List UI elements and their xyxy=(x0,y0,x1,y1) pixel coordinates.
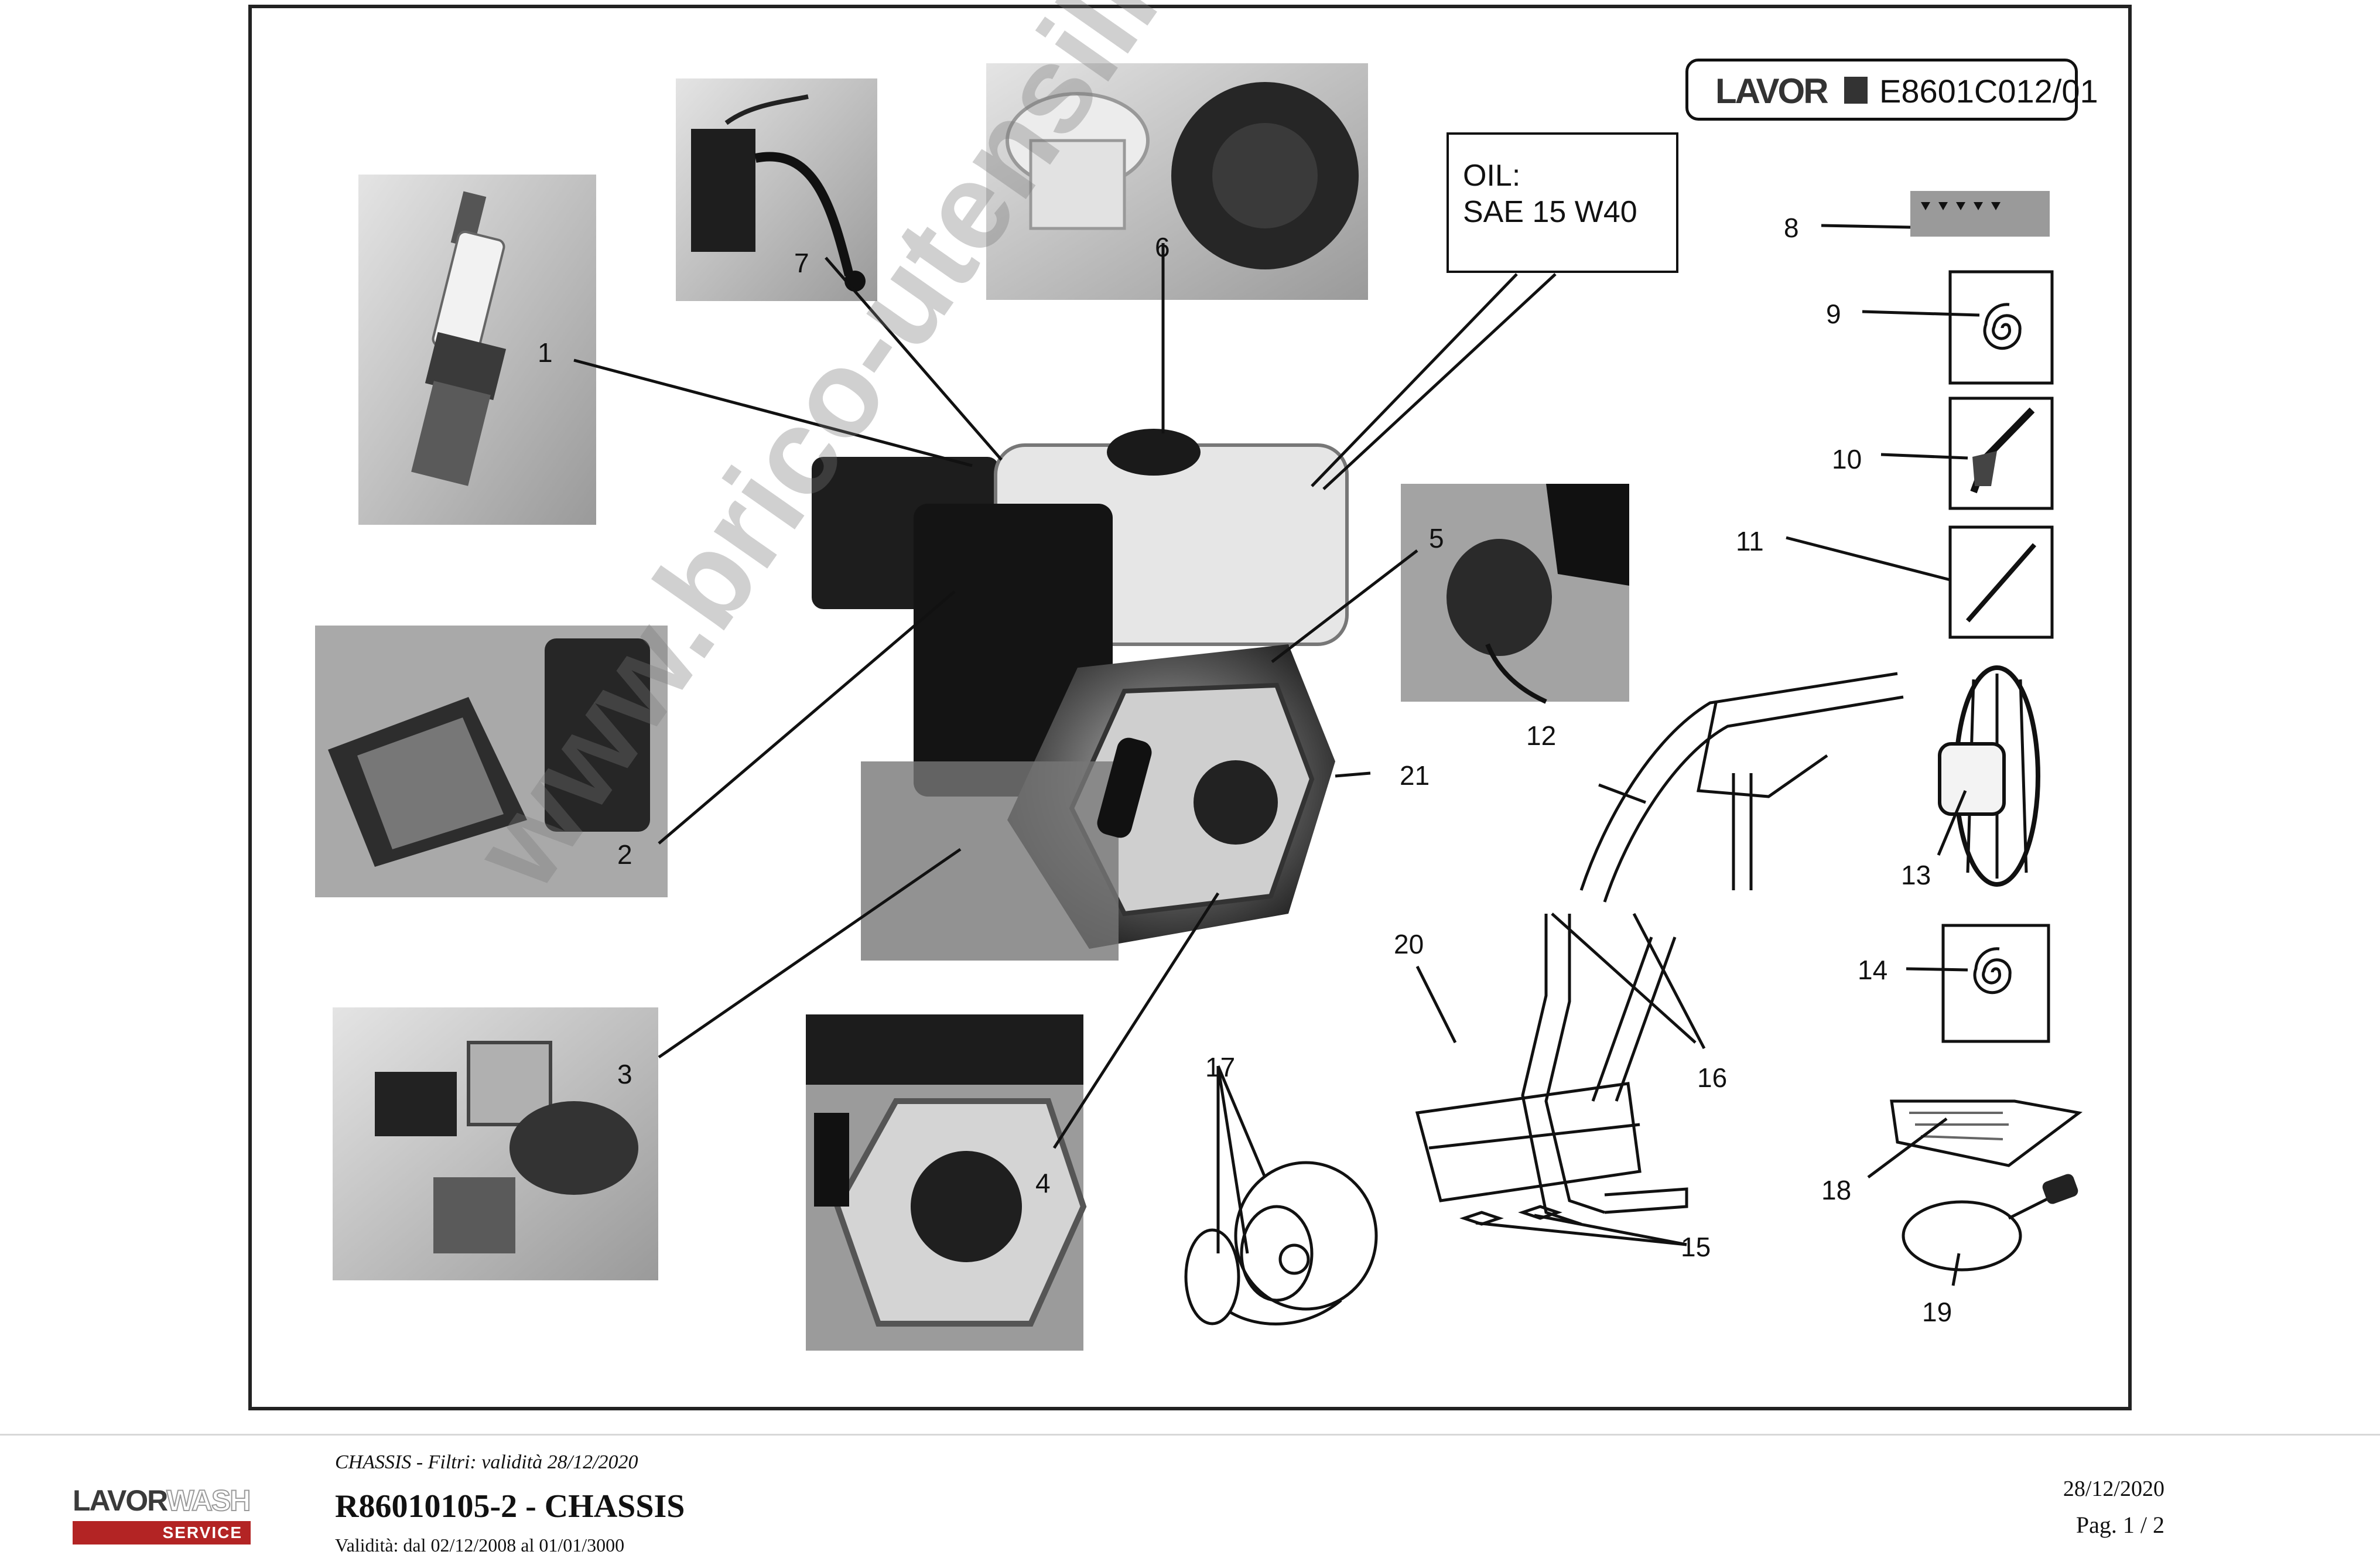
logo-badge-icon xyxy=(1844,77,1868,104)
engine-photo xyxy=(812,429,1349,961)
document-title: R86010105-2 - CHASSIS xyxy=(335,1488,685,1525)
ignition-coil-photo xyxy=(676,78,877,301)
oil-note-box: OIL: SAE 15 W40 xyxy=(1447,132,1678,273)
callout-9: 9 xyxy=(1826,299,1841,329)
callout-21: 21 xyxy=(1400,760,1430,791)
callout-5: 5 xyxy=(1429,523,1444,553)
logo-service-bar: SERVICE xyxy=(73,1521,251,1545)
starter-handle-photo xyxy=(1401,484,1629,704)
oil-spec: SAE 15 W40 xyxy=(1463,195,1637,229)
filter-line: CHASSIS - Filtri: validità 28/12/2020 xyxy=(335,1451,638,1473)
lance-icon xyxy=(1948,525,2054,639)
exploded-parts-diagram: 1 2 3 4 5 6 7 8 9 10 11 12 13 14 15 16 1… xyxy=(315,63,2083,1351)
leader-lines xyxy=(573,224,1980,1286)
hose-holder-icon xyxy=(1938,665,2040,887)
labels-strip-icon xyxy=(1910,191,2050,237)
callout-3: 3 xyxy=(617,1059,632,1089)
spray-gun-icon xyxy=(1948,397,2054,510)
callout-15: 15 xyxy=(1681,1232,1711,1262)
callout-8: 8 xyxy=(1784,213,1799,243)
callout-13: 13 xyxy=(1901,860,1931,890)
callout-7: 7 xyxy=(794,248,809,278)
logo-word-wash: WASH xyxy=(166,1484,251,1518)
validity-range: Validità: dal 02/12/2008 al 01/01/3000 xyxy=(335,1535,625,1556)
catalog-code-box: LAVOR E8601C012/01 xyxy=(1685,59,2098,121)
lavorwash-service-logo: LAVORWASH SERVICE xyxy=(73,1484,251,1549)
callout-16: 16 xyxy=(1697,1062,1727,1093)
callout-2: 2 xyxy=(617,839,632,870)
print-date: 28/12/2020 xyxy=(2063,1477,2164,1501)
spiral-hose-9-icon xyxy=(1948,270,2054,385)
manual-icon xyxy=(1890,1099,2083,1167)
lavor-logo: LAVOR xyxy=(1715,71,1829,111)
engine-cover-photo xyxy=(806,1014,1087,1351)
callout-19: 19 xyxy=(1922,1297,1952,1327)
logo-wordmark: LAVORWASH xyxy=(73,1484,251,1518)
trolley-frame-drawing xyxy=(1184,672,1904,1325)
catalog-code: E8601C012/01 xyxy=(1879,73,2098,110)
spiral-hose-14-icon xyxy=(1941,924,2050,1043)
hose-icon xyxy=(1902,1174,2078,1272)
oil-label: OIL: xyxy=(1463,159,1521,193)
callout-12: 12 xyxy=(1526,720,1556,751)
callout-20: 20 xyxy=(1394,929,1424,959)
spark-plug-photo xyxy=(358,175,596,525)
callout-10: 10 xyxy=(1832,444,1862,474)
callout-labels: 1 2 3 4 5 6 7 8 9 10 11 12 13 14 15 16 1… xyxy=(538,213,1952,1327)
logo-word-lavor: LAVOR xyxy=(73,1484,167,1517)
callout-18: 18 xyxy=(1821,1175,1851,1205)
callout-17: 17 xyxy=(1205,1052,1235,1082)
page-number: Pag. 1 / 2 xyxy=(2075,1512,2164,1538)
callout-14: 14 xyxy=(1858,955,1887,985)
callout-11: 11 xyxy=(1736,526,1764,556)
callout-6: 6 xyxy=(1155,232,1170,262)
callout-1: 1 xyxy=(538,337,553,368)
air-filter-photo xyxy=(315,626,668,897)
carburetor-photo xyxy=(333,1007,658,1280)
fuel-cap-photo xyxy=(986,63,1368,300)
footer-divider xyxy=(0,1434,2380,1436)
callout-4: 4 xyxy=(1035,1168,1051,1198)
